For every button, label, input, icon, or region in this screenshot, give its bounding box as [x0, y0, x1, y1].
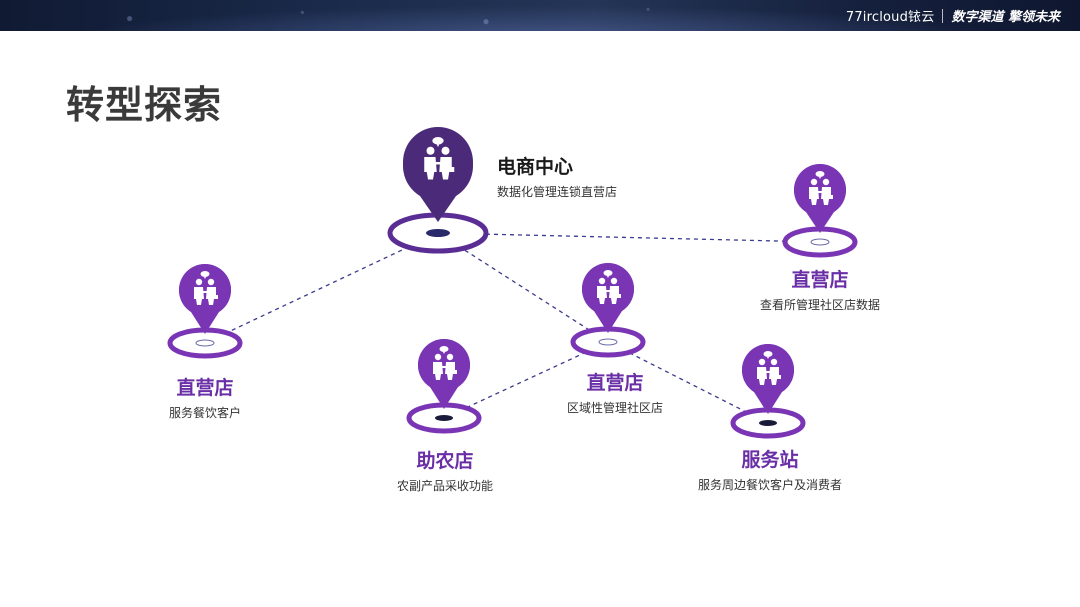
brand-divider	[942, 8, 944, 23]
store-right-label: 直营店 查看所管理社区店数据	[745, 265, 895, 313]
store-right-desc: 查看所管理社区店数据	[759, 298, 880, 312]
store-center-label: 直营店 区域性管理社区店	[540, 368, 690, 416]
farm-store-title: 助农店	[416, 450, 474, 472]
store-center-desc: 区域性管理社区店	[566, 401, 663, 415]
connector-hub-center	[437, 232, 609, 343]
connector-lines	[204, 232, 821, 424]
store-center-title: 直营店	[586, 372, 644, 394]
hub-desc: 数据化管理连锁直营店	[497, 185, 618, 199]
node-farm-store	[406, 339, 482, 434]
brand-logo: 77ircloud铱云	[845, 10, 935, 25]
node-store-right	[782, 164, 858, 258]
node-store-left	[167, 264, 243, 359]
header-bar: 77ircloud铱云 数字渠道 擎领未来	[0, 0, 1080, 31]
node-service-station	[730, 344, 806, 439]
connector-center-service	[607, 341, 769, 424]
store-left-label: 直营店 服务餐饮客户	[140, 373, 270, 421]
service-station-label: 服务站 服务周边餐饮客户及消费者	[685, 445, 855, 493]
node-hub	[387, 127, 489, 254]
brand-slogan: 数字渠道 擎领未来	[951, 10, 1060, 25]
store-left-title: 直营店	[176, 377, 234, 399]
farm-store-desc: 农副产品采收功能	[396, 479, 493, 493]
node-store-center	[570, 263, 646, 358]
connector-hub-left	[204, 232, 439, 344]
service-station-title: 服务站	[741, 449, 799, 471]
connector-hub-right	[437, 232, 821, 243]
service-station-desc: 服务周边餐饮客户及消费者	[697, 478, 842, 492]
store-left-desc: 服务餐饮客户	[168, 406, 241, 420]
connector-center-farm	[443, 341, 609, 419]
brand: 77ircloud铱云 数字渠道 擎领未来	[846, 0, 1060, 31]
hub-title: 电商中心	[497, 156, 574, 178]
farm-store-label: 助农店 农副产品采收功能	[370, 446, 520, 494]
hub-label: 电商中心 数据化管理连锁直营店	[497, 152, 617, 200]
page-title: 转型探索	[66, 83, 223, 127]
store-right-title: 直营店	[791, 269, 849, 291]
